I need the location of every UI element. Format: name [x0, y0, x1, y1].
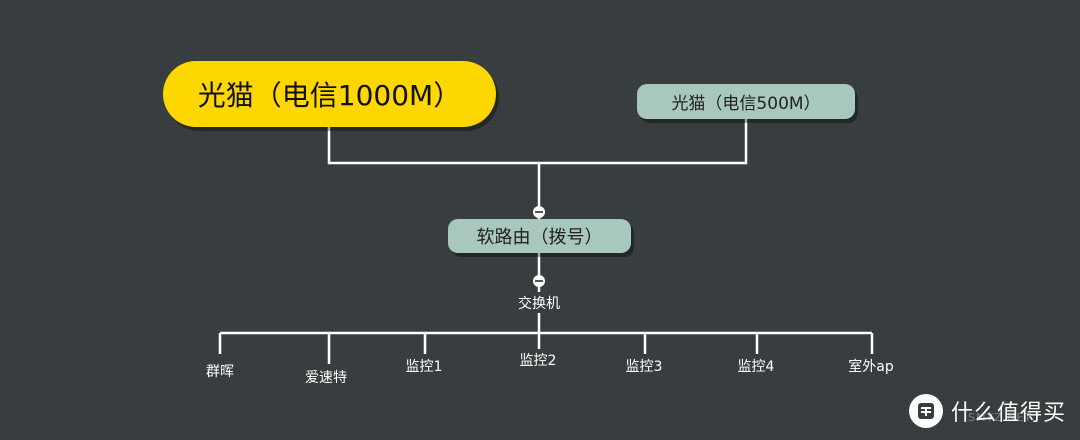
device-label[interactable]: 监控3 [625, 359, 663, 375]
device-label[interactable]: 监控4 [737, 359, 775, 375]
watermark-logo-glyph [918, 403, 934, 419]
device-label[interactable]: 爱速特 [305, 370, 347, 386]
router-label: 软路由（拨号） [476, 227, 603, 248]
watermark-text: 什么值得买 [951, 401, 1067, 426]
switch-label[interactable]: 交换机 [518, 296, 560, 312]
device-label[interactable]: 监控1 [405, 359, 443, 375]
watermark-logo-icon [909, 394, 943, 428]
watermark: 什么值得买 [909, 394, 1066, 428]
second-modem-node[interactable]: 光猫（电信500M） [637, 84, 855, 119]
second-modem-label: 光猫（电信500M） [671, 94, 821, 114]
device-label[interactable]: 监控2 [519, 353, 557, 369]
main-modem-label: 光猫（电信1000M） [197, 79, 462, 112]
collapse-toggle-icon[interactable] [533, 206, 545, 218]
collapse-toggle-icon[interactable] [533, 275, 545, 287]
watermark-subtext: SMYZ.NET [968, 411, 1033, 424]
modem-bus-line [327, 119, 748, 165]
router-node[interactable]: 软路由（拨号） [448, 219, 631, 253]
device-label[interactable]: 群晖 [206, 364, 234, 380]
main-modem-node[interactable]: 光猫（电信1000M） [163, 61, 496, 127]
device-label[interactable]: 室外ap [848, 359, 894, 375]
